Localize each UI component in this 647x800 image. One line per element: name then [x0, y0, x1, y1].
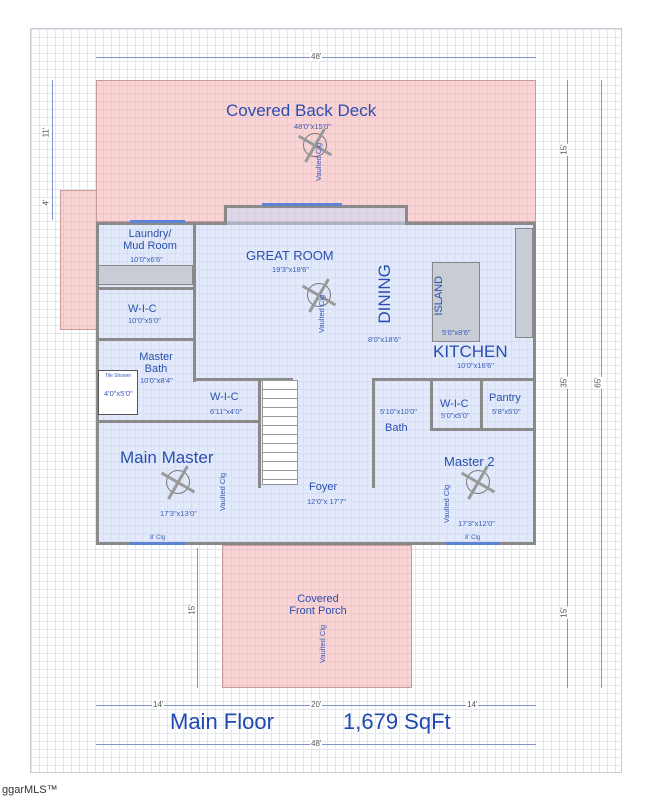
window [262, 203, 342, 206]
dim-top-label: 48' [310, 52, 323, 61]
wall [193, 378, 293, 381]
wall [193, 222, 196, 382]
shower-label: Tile Shower [104, 373, 132, 379]
room-label: Covered Front Porch [289, 593, 347, 617]
room-label: Covered Back Deck [226, 101, 377, 120]
room-size: 5'0"x8'6" [442, 328, 471, 337]
room-label: Pantry [489, 392, 521, 404]
dim-right-total-label: 65' [593, 376, 603, 389]
mls-logo: ggarMLS™ [2, 784, 58, 796]
vaulted-note: Vaulted Clg [317, 294, 327, 334]
room-size: 48'0"x15'0" [294, 122, 331, 131]
wall [480, 378, 483, 428]
wall [258, 378, 261, 488]
room-size: 5'8"x5'0" [492, 407, 521, 416]
room-label: Master 2 [444, 454, 495, 469]
covered-front-porch [222, 545, 412, 688]
room-label: Laundry/ Mud Room [123, 228, 177, 252]
dim-porch-left [197, 548, 198, 688]
wall [96, 287, 196, 290]
room-label: GREAT ROOM [246, 248, 334, 263]
room-size: 10'0"x8'4" [140, 376, 173, 385]
vaulted-note: Vaulted Clg [314, 142, 324, 182]
dim-left [52, 80, 53, 220]
window [130, 542, 185, 545]
room-size: 10'0"x6'6" [130, 255, 163, 264]
dim-bottom-left: 14' [152, 700, 165, 709]
kitchen-counter [515, 228, 533, 338]
room-size: 12'0"x 17'7" [307, 497, 347, 506]
ceiling-fan-icon [166, 470, 190, 494]
floor-title: Main Floor [170, 709, 274, 734]
tile-shower [98, 370, 138, 415]
room-label: Bath [385, 422, 408, 434]
dim-porch-left-label: 15' [187, 603, 197, 616]
vaulted-note: Vaulted Clg [442, 484, 452, 524]
room-label: Main Master [120, 448, 214, 467]
wall [96, 420, 261, 423]
room-label: DINING [374, 264, 394, 324]
room-size: 19'3"x18'6" [272, 265, 309, 274]
room-size: 10'0"x16'6" [457, 361, 494, 370]
wall [372, 378, 375, 488]
room-label: W-I-C [440, 398, 469, 410]
dim-bottom-label: 48' [310, 739, 323, 748]
window [130, 220, 185, 223]
ceiling-fan-icon [466, 470, 490, 494]
dim-right-deck: 15' [559, 143, 569, 156]
dim-right-house: 35' [559, 376, 569, 389]
wall [96, 338, 196, 341]
kitchen-island [432, 262, 480, 342]
room-label: W-I-C [128, 303, 157, 315]
square-footage: 1,679 SqFt [343, 709, 451, 734]
ceiling-fan-icon [303, 133, 327, 157]
room-size: 17'3"x12'0" [458, 519, 495, 528]
room-label: Foyer [309, 481, 338, 493]
wall [372, 378, 536, 381]
window [445, 542, 500, 545]
ceiling-fan-icon [307, 283, 331, 307]
ceiling-note: 8' Clg [150, 535, 166, 541]
room-size: 5'0"x5'0" [441, 411, 470, 420]
room-size: 6'11"x4'0" [210, 407, 243, 416]
dim-left-step: 4' [41, 198, 51, 207]
room-size: 10'0"x5'0" [128, 316, 161, 325]
dim-bottom-mid: 20' [310, 700, 323, 709]
room-size: 4'0"x5'0" [104, 389, 133, 398]
dim-right-porch: 15' [559, 606, 569, 619]
staircase [262, 380, 298, 485]
laundry-counter [98, 265, 193, 285]
great-room-bump [224, 205, 408, 225]
ceiling-note: 8' Clg [465, 535, 481, 541]
room-label: W-I-C [210, 391, 239, 403]
room-label: Master Bath [139, 351, 173, 375]
room-label: ISLAND [433, 275, 446, 316]
vaulted-note: Vaulted Clg [218, 472, 228, 512]
back-deck-step [60, 190, 97, 330]
room-label: KITCHEN [433, 342, 508, 361]
dim-bottom-right: 14' [466, 700, 479, 709]
wall [430, 378, 433, 428]
vaulted-note: Vaulted Clg [318, 624, 328, 664]
dim-left-deck: 11' [41, 126, 51, 139]
room-size: 8'0"x18'6" [368, 335, 401, 344]
room-size: 17'3"x13'0" [160, 509, 197, 518]
room-size: 5'10"x10'0" [380, 407, 417, 416]
wall [430, 428, 536, 431]
